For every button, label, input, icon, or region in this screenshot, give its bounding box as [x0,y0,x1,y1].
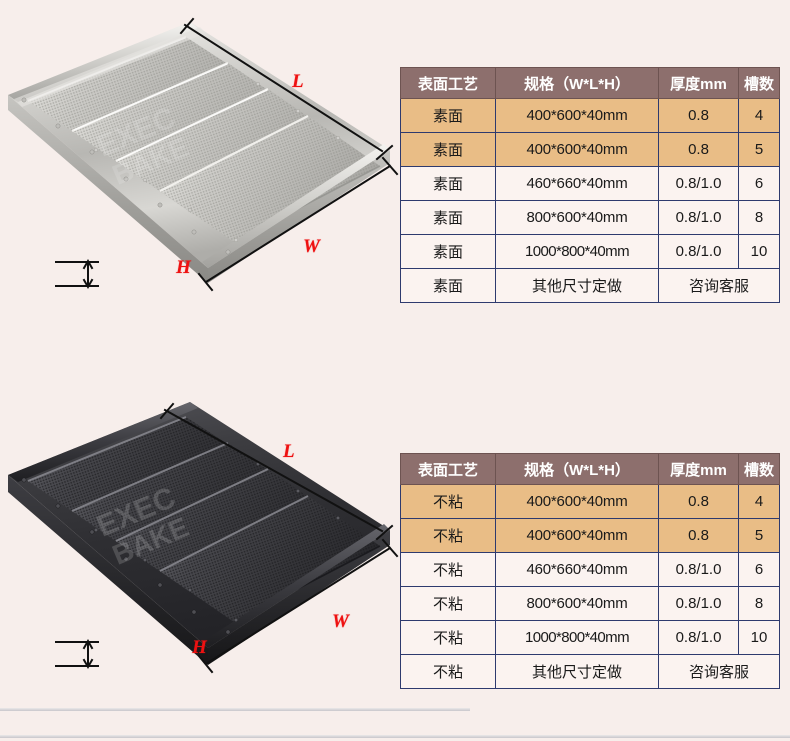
table-footer-row: 不粘 其他尺寸定做 咨询客服 [400,654,780,689]
table-row: 素面 460*660*40mm 0.8/1.0 6 [400,166,780,201]
cell-slots: 8 [738,200,780,235]
column-header-spec: 规格（W*L*H） [495,67,659,99]
cell-spec: 460*660*40mm [495,552,659,587]
cell-spec: 800*600*40mm [495,200,659,235]
cell-spec: 1000*800*40mm [495,234,659,269]
cell-slots: 10 [738,620,780,655]
cell-surface: 不粘 [400,484,496,519]
cell-surface: 不粘 [400,518,496,553]
column-header-thickness: 厚度mm [658,67,739,99]
divider-rule-lower [0,735,790,738]
table-row: 不粘 460*660*40mm 0.8/1.0 6 [400,552,780,587]
cell-thickness: 0.8 [658,98,739,133]
table-row: 不粘 400*600*40mm 0.8 5 [400,518,780,553]
dimension-label-width: W [303,236,320,257]
cell-surface: 不粘 [400,586,496,621]
cell-spec: 400*600*40mm [495,98,659,133]
column-header-slots: 槽数 [738,67,780,99]
cell-slots: 5 [738,518,780,553]
table-row: 不粘 800*600*40mm 0.8/1.0 8 [400,586,780,621]
cell-thickness: 0.8 [658,132,739,167]
spec-table-silver: 表面工艺 规格（W*L*H） 厚度mm 槽数 素面 400*600*40mm 0… [400,67,780,303]
cell-surface: 不粘 [400,620,496,655]
cell-surface: 不粘 [400,552,496,587]
cell-spec: 800*600*40mm [495,586,659,621]
cell-custom-size: 其他尺寸定做 [495,268,659,303]
cell-thickness: 0.8/1.0 [658,620,739,655]
table-header-row: 表面工艺 规格（W*L*H） 厚度mm 槽数 [400,67,780,99]
column-header-surface: 表面工艺 [400,453,496,485]
dimension-label-width: W [332,611,349,632]
black-tray-svg: EXEC BAKE [8,402,399,674]
cell-surface: 素面 [400,132,496,167]
tray-illustration-silver: EXEC BAKE [0,0,400,320]
cell-spec: 1000*800*40mm [495,620,659,655]
cell-surface: 素面 [400,98,496,133]
column-header-spec: 规格（W*L*H） [495,453,659,485]
dimension-label-height: H [192,637,207,658]
table-row: 不粘 1000*800*40mm 0.8/1.0 10 [400,620,780,655]
table-footer-row: 素面 其他尺寸定做 咨询客服 [400,268,780,303]
cell-thickness: 0.8/1.0 [658,586,739,621]
cell-thickness: 0.8/1.0 [658,166,739,201]
cell-slots: 10 [738,234,780,269]
dimension-label-length: L [283,441,295,462]
tray-illustration-black: EXEC BAKE L W H [0,380,400,700]
cell-slots: 4 [738,484,780,519]
spec-table-black: 表面工艺 规格（W*L*H） 厚度mm 槽数 不粘 400*600*40mm 0… [400,453,780,689]
cell-slots: 6 [738,166,780,201]
cell-contact-service[interactable]: 咨询客服 [658,654,780,689]
column-header-surface: 表面工艺 [400,67,496,99]
cell-thickness: 0.8 [658,484,739,519]
cell-surface: 素面 [400,200,496,235]
dimension-label-height: H [176,257,191,278]
dimension-label-length: L [292,71,304,92]
cell-slots: 8 [738,586,780,621]
table-header-row: 表面工艺 规格（W*L*H） 厚度mm 槽数 [400,453,780,485]
product-section-black: EXEC BAKE L W H [0,380,790,700]
table-row: 素面 800*600*40mm 0.8/1.0 8 [400,200,780,235]
column-header-thickness: 厚度mm [658,453,739,485]
cell-contact-service[interactable]: 咨询客服 [658,268,780,303]
silver-tray-svg: EXEC BAKE [8,17,399,292]
cell-spec: 460*660*40mm [495,166,659,201]
divider-rule-upper [0,708,470,711]
cell-thickness: 0.8/1.0 [658,234,739,269]
table-row: 不粘 400*600*40mm 0.8 4 [400,484,780,519]
cell-spec: 400*600*40mm [495,518,659,553]
table-row: 素面 400*600*40mm 0.8 4 [400,98,780,133]
cell-slots: 5 [738,132,780,167]
product-section-silver: EXEC BAKE [0,0,780,320]
cell-slots: 6 [738,552,780,587]
column-header-slots: 槽数 [738,453,780,485]
table-row: 素面 1000*800*40mm 0.8/1.0 10 [400,234,780,269]
product-image-black-tray: EXEC BAKE L W H [0,380,400,700]
cell-slots: 4 [738,98,780,133]
cell-surface: 不粘 [400,654,496,689]
cell-thickness: 0.8/1.0 [658,552,739,587]
cell-surface: 素面 [400,166,496,201]
product-image-silver-tray: EXEC BAKE [0,0,400,320]
cell-thickness: 0.8 [658,518,739,553]
table-row: 素面 400*600*40mm 0.8 5 [400,132,780,167]
cell-custom-size: 其他尺寸定做 [495,654,659,689]
cell-spec: 400*600*40mm [495,132,659,167]
cell-thickness: 0.8/1.0 [658,200,739,235]
cell-spec: 400*600*40mm [495,484,659,519]
cell-surface: 素面 [400,268,496,303]
cell-surface: 素面 [400,234,496,269]
